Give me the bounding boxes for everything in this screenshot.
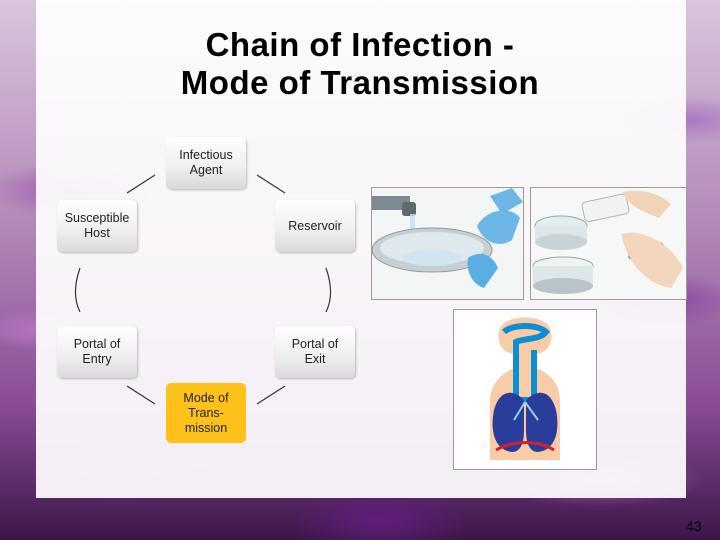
dishwashing-image <box>530 187 687 300</box>
connector-entry-host <box>74 267 81 313</box>
connector-agent-reservoir <box>256 174 286 194</box>
node-label: Infectious Agent <box>179 148 233 177</box>
dishwashing-illustration-icon <box>531 188 686 299</box>
connector-host-agent <box>126 174 156 194</box>
node-reservoir: Reservoir <box>275 200 355 252</box>
handwashing-image <box>371 187 524 300</box>
node-infectious-agent: Infectious Agent <box>166 137 246 189</box>
node-portal-of-entry: Portal of Entry <box>57 326 137 378</box>
node-portal-of-exit: Portal of Exit <box>275 326 355 378</box>
page-number: 43 <box>686 518 702 534</box>
connector-reservoir-exit <box>325 267 332 313</box>
connector-mode-entry <box>126 385 156 405</box>
node-label: Susceptible Host <box>64 211 130 240</box>
connector-exit-mode <box>256 385 286 405</box>
title-line-1: Chain of Infection - <box>205 26 515 63</box>
node-label: Reservoir <box>288 218 342 233</box>
node-mode-of-transmission: Mode of Trans-mission <box>166 383 246 443</box>
node-label: Mode of Trans-mission <box>183 390 229 435</box>
node-susceptible-host: Susceptible Host <box>57 200 137 252</box>
handwashing-illustration-icon <box>372 188 523 299</box>
respiratory-system-illustration-icon <box>454 310 596 469</box>
respiratory-image <box>453 309 597 470</box>
node-label: Portal of Exit <box>291 337 339 366</box>
slide-title: Chain of Infection - Mode of Transmissio… <box>0 26 720 102</box>
title-line-2: Mode of Transmission <box>180 63 540 101</box>
node-label: Portal of Entry <box>73 337 121 366</box>
